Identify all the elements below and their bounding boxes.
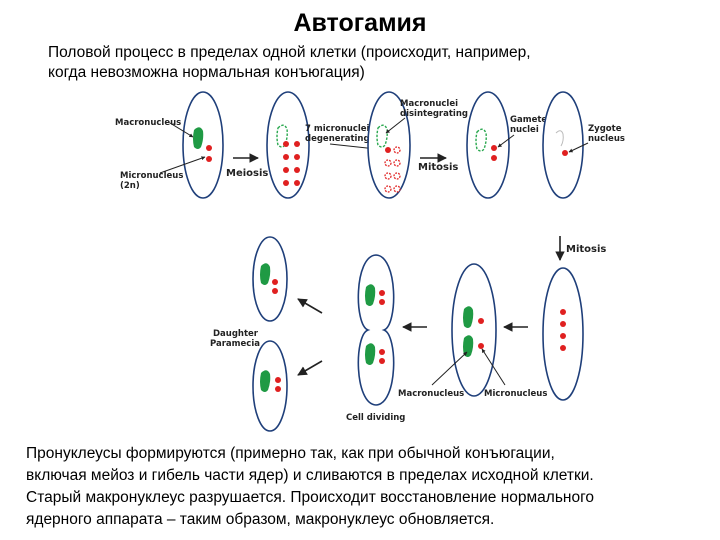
conclusion-line: ядерного аппарата – таким образом, макро… [26,511,495,528]
cell-four-micronuclei [542,267,584,401]
macronucleus-fragment [475,128,487,152]
label-gamete-nuclei-2: nuclei [510,125,539,135]
intro-text: Половой процесс в пределах одной клетки … [48,43,688,83]
conclusion-line: Старый макронуклеус разрушается. Происхо… [26,489,595,506]
zygote-nucleus-dot [562,150,568,156]
label-micronuclei-degenerating: 7 micronuclei [305,124,370,134]
label-daughter-paramecia-2: Paramecia [210,339,260,349]
micronucleus-dot [206,156,212,162]
daughter-paramecium-top [252,236,288,322]
conclusion-text: Пронуклеусы формируются (примерно так, к… [26,443,706,531]
cell-normal [182,91,224,199]
arrow-label-meiosis: Meiosis [226,168,268,179]
micronucleus-dot [206,145,212,151]
label-micronucleus: Micronucleus [120,171,183,181]
label-macronucleus: Macronucleus [115,118,181,128]
label-cell-dividing: Cell dividing [346,413,405,423]
macronucleus-shape [365,284,376,306]
cell-gamete-nuclei [466,91,510,199]
macronucleus-shape [365,343,376,365]
cell-meiosis [266,91,310,199]
label-macronuclei-disintegrating: Macronuclei [400,99,458,109]
arrow-label-mitosis-1: Mitosis [418,162,458,173]
conclusion-line: Пронуклеусы формируются (примерно так, к… [26,445,555,462]
label-micronucleus-bottom: Micronucleus [484,389,547,399]
label-micronuclei-degenerating-2: degenerating [305,134,370,144]
label-micronucleus-2n: (2n) [120,181,140,191]
macronucleus-shape [463,335,474,357]
daughter-paramecium-bottom [252,340,288,432]
macronucleus-shape [260,263,271,285]
intro-line: Половой процесс в пределах одной клетки … [48,44,531,61]
cell-dividing [357,254,395,406]
intro-line: когда невозможна нормальная конъюгация) [48,64,365,81]
label-macronuclei-disintegrating-2: disintegrating [400,109,468,119]
macronucleus-shape [193,127,204,149]
macronucleus-shape [463,306,474,328]
label-zygote-nucleus-2: nucleus [588,134,625,144]
macronucleus-shape [260,370,271,392]
macronucleus-fragment [376,124,388,148]
cell-degenerating [367,91,411,199]
page-title: Автогамия [293,9,427,37]
label-gamete-nuclei: Gamete [510,115,547,125]
cell-new-macronuclei [451,263,497,397]
arrow-label-mitosis-2: Mitosis [566,244,606,255]
label-daughter-paramecia: Daughter [213,329,259,339]
conclusion-line: включая мейоз и гибель части ядер) и сли… [26,467,594,484]
label-zygote-nucleus: Zygote [588,124,622,134]
cell-zygote [542,91,584,199]
label-macronucleus-bottom: Macronucleus [398,389,464,399]
